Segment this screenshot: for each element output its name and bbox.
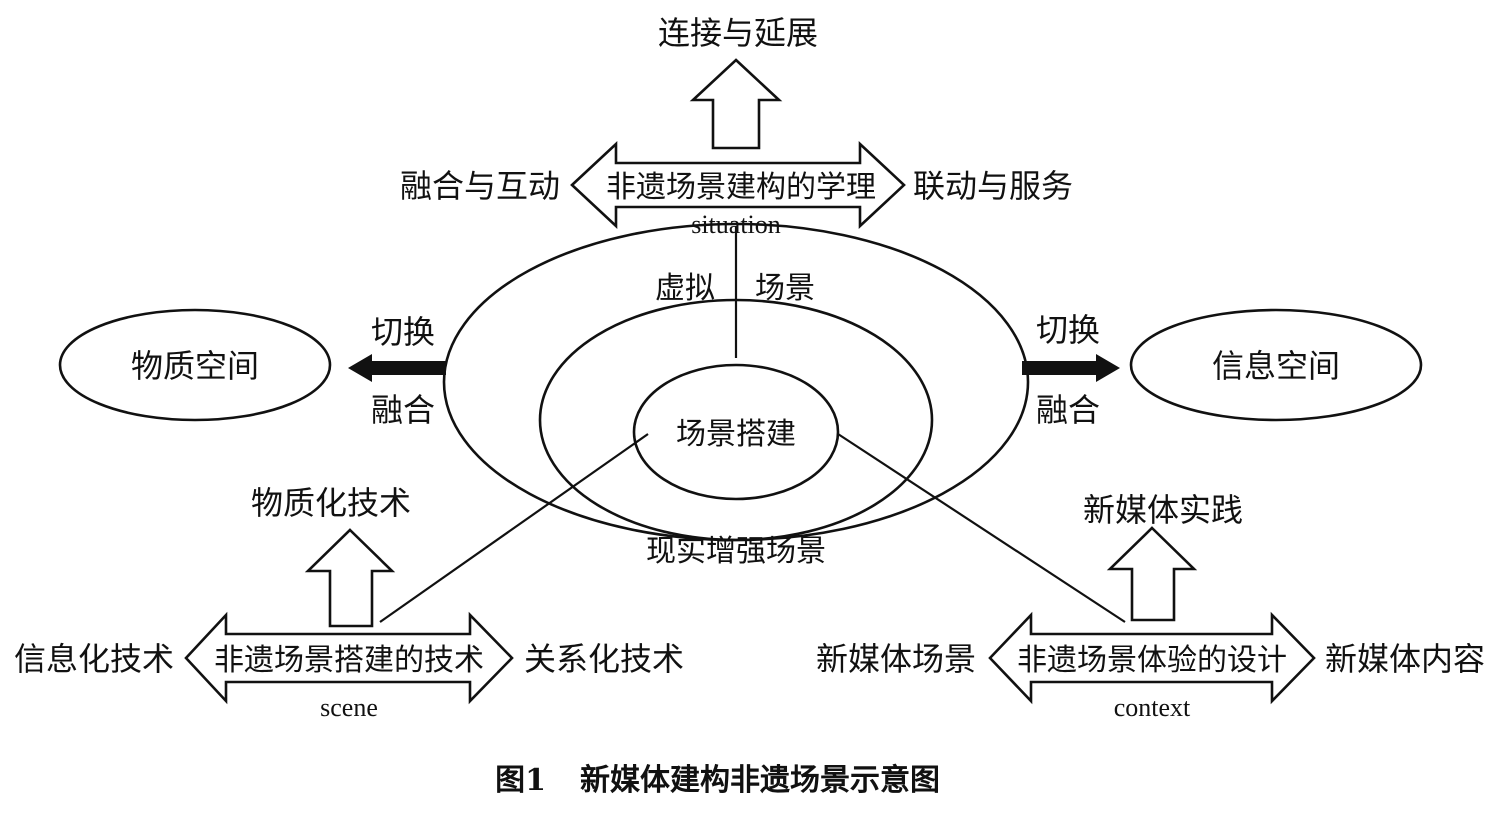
right-up-label: 新媒体实践 (1083, 491, 1243, 529)
material-space-label: 物质空间 (131, 347, 259, 385)
top-double-arrow (570, 141, 906, 229)
outer-right-label: 场景 (755, 271, 815, 306)
information-space-label: 信息空间 (1212, 347, 1340, 385)
figure-caption: 新媒体建构非遗场景示意图 (580, 763, 940, 798)
top-english-label: situation (691, 210, 781, 239)
left-up-arrow (304, 528, 396, 628)
top-center-label: 非遗场景建构的学理 (606, 170, 876, 205)
left-up-label: 物质化技术 (251, 484, 411, 522)
left-divider-line (379, 433, 649, 623)
right-fusion-label: 融合 (1036, 391, 1100, 429)
right-group-right-label: 新媒体内容 (1325, 640, 1485, 678)
right-group-center-label: 非遗场景体验的设计 (1017, 643, 1287, 678)
middle-circle-label: 现实增强场景 (646, 534, 826, 569)
top-extend-label: 连接与延展 (658, 14, 818, 52)
right-divider-line (837, 433, 1126, 623)
right-up-arrow (1106, 526, 1198, 622)
inner-circle-label: 场景搭建 (676, 417, 796, 452)
material-space-ellipse (58, 308, 332, 422)
top-up-arrow (689, 58, 783, 150)
information-space-ellipse (1129, 308, 1423, 422)
outer-left-label: 虚拟 (655, 271, 715, 306)
left-group-center-label: 非遗场景搭建的技术 (214, 643, 484, 678)
left-switch-label: 切换 (371, 313, 435, 351)
left-double-arrow (184, 611, 514, 705)
right-solid-arrow (1022, 354, 1120, 382)
figure-number: 图1 (495, 763, 546, 798)
left-solid-arrow (348, 354, 446, 382)
right-double-arrow (988, 611, 1316, 705)
left-fusion-label: 融合 (371, 391, 435, 429)
right-switch-label: 切换 (1036, 311, 1100, 349)
left-group-right-label: 关系化技术 (524, 640, 684, 678)
left-group-english-label: scene (320, 693, 378, 722)
inner-ellipse (632, 363, 840, 501)
top-left-label: 融合与互动 (400, 167, 560, 205)
top-right-label: 联动与服务 (913, 167, 1073, 205)
right-group-english-label: context (1114, 693, 1191, 722)
right-group-left-label: 新媒体场景 (816, 640, 976, 678)
left-group-left-label: 信息化技术 (14, 640, 174, 678)
